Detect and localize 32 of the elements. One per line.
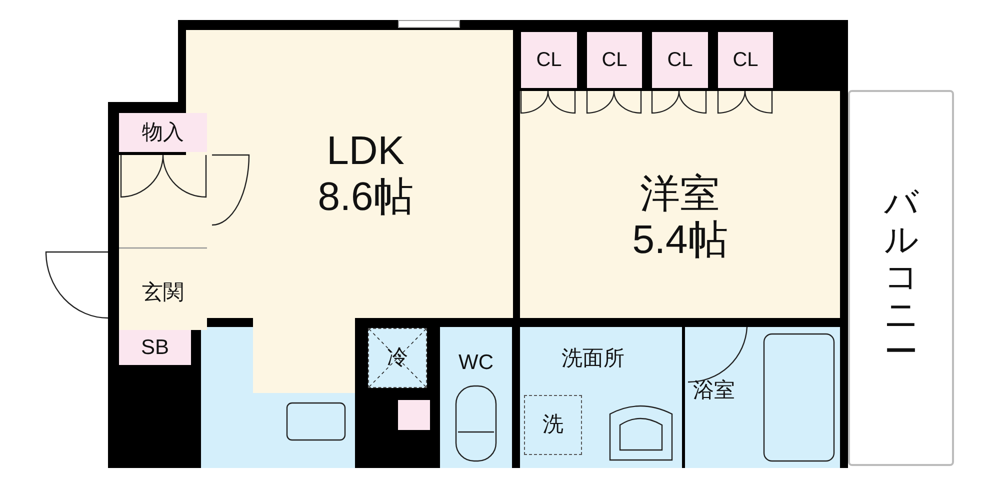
shoe-box-area	[119, 330, 191, 365]
room-label: CL	[602, 48, 628, 73]
room-area	[440, 327, 512, 468]
balcony-area	[848, 90, 954, 466]
room-label: バルコニー	[884, 184, 918, 372]
fridge-space	[368, 328, 427, 388]
storage-area	[119, 113, 207, 152]
room-label: 浴室	[693, 378, 735, 404]
room-label: CL	[667, 48, 693, 73]
washer-space	[524, 395, 582, 455]
room-area	[520, 91, 840, 318]
room-label: 洗	[542, 412, 564, 438]
closet-area	[587, 32, 642, 88]
room-label: CL	[732, 48, 758, 73]
room-label: 洗面所	[562, 346, 624, 372]
closet-area	[652, 32, 708, 88]
room-area	[186, 30, 513, 393]
closet-area	[718, 32, 773, 88]
room-label: 5.4帖	[632, 216, 728, 262]
room-label: 玄関	[142, 280, 184, 306]
room-label: CL	[536, 48, 562, 73]
room-label: 洋室	[640, 170, 720, 216]
room-label: 冷	[387, 345, 408, 372]
room-area	[685, 327, 840, 468]
room-label: WC	[458, 350, 494, 376]
room-area	[119, 155, 207, 330]
room-label: SB	[140, 334, 169, 361]
room-label: LDK	[326, 128, 404, 174]
room-label: 物入	[142, 120, 184, 146]
room-area	[520, 327, 682, 468]
closet-area	[521, 32, 577, 88]
room-label: 8.6帖	[318, 174, 414, 220]
